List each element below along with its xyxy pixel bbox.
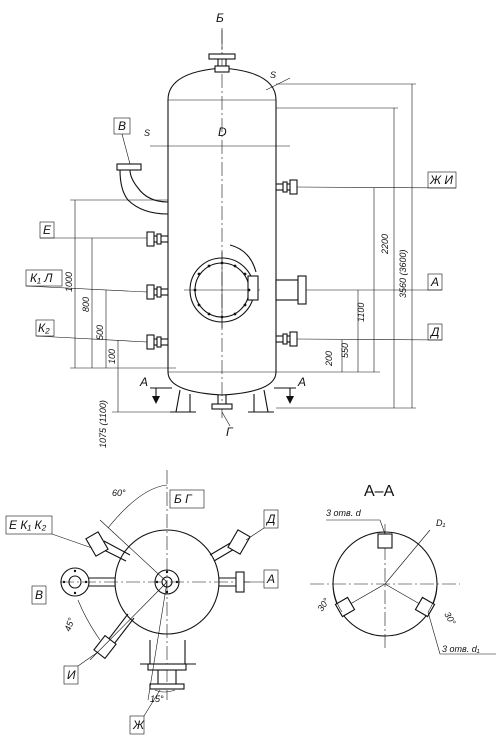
plan-nozzle-b (154, 569, 180, 595)
label-g-bottom: Г (226, 425, 234, 439)
top-nozzle (208, 53, 236, 73)
label-k2: К₂ (38, 321, 50, 335)
front-view: Б S S D В (25, 11, 457, 448)
dim-angle-30-left: 30° (315, 596, 331, 613)
section-a-a: А–А 3 отв. d D₁ 30° 30° 3 отв. d₁ (310, 483, 496, 655)
plan-label-i: И (67, 668, 76, 682)
dim-1075: 1075 (1100) (98, 400, 108, 448)
dim-1000: 1000 (64, 272, 74, 292)
label-a-cut-left: А (139, 375, 148, 389)
plan-nozzle-zh (140, 640, 196, 690)
dim-550: 550 (340, 343, 350, 358)
plan-nozzle-i (93, 613, 135, 660)
dim-angle-45: 45° (62, 616, 76, 633)
manway-a (184, 244, 307, 328)
manway-bolts (193, 261, 251, 319)
plan-label-v: В (35, 588, 43, 602)
label-d1: D₁ (436, 518, 445, 528)
plan-nozzle-v (60, 567, 115, 597)
label-zh-i: Ж И (429, 173, 453, 187)
section-title: А–А (364, 483, 395, 500)
plan-label-ekk: Е К₁ К₂ (9, 518, 47, 532)
left-dimensions (70, 199, 176, 413)
dim-angle-30-right: 30° (442, 610, 458, 627)
nozzle-k2 (146, 334, 168, 350)
dim-1100: 1100 (356, 303, 366, 322)
nozzle-v-elbow (116, 163, 169, 215)
dim-angle-15: 15° (150, 694, 164, 704)
nozzle-g-bottom (211, 395, 233, 410)
vessel-supports (170, 389, 274, 413)
dim-3560: 3560 (3600) (398, 249, 408, 298)
label-b-top: Б (216, 11, 224, 25)
nozzle-d (276, 331, 298, 347)
nozzle-e (146, 231, 168, 247)
nozzle-k1l (146, 284, 168, 300)
label-holes-d1: 3 отв. d₁ (442, 644, 480, 654)
label-v: В (118, 119, 126, 133)
leader-lines (25, 186, 457, 343)
section-cut-marks (150, 387, 296, 404)
label-e: Е (43, 223, 52, 237)
dim-500: 500 (95, 325, 105, 340)
nozzle-zh-i (276, 179, 298, 195)
label-d-right: Д (429, 325, 440, 339)
plan-label-bg: Б Г (174, 492, 193, 506)
label-a-right: А (430, 275, 439, 289)
dim-800: 800 (81, 297, 91, 312)
plan-nozzle-ekk (85, 531, 131, 562)
plan-label-zh: Ж (132, 718, 145, 732)
right-dimensions (276, 83, 416, 409)
label-s: S (144, 128, 150, 138)
plan-label-d: Д (265, 512, 276, 526)
dim-200: 200 (324, 351, 334, 367)
plan-view: 60° 45° 15° Б Г Е К₁ К₂ Д А В И Ж (5, 470, 279, 735)
label-holes-d: 3 отв. d (326, 508, 362, 518)
dim-angle-60: 60° (112, 488, 126, 498)
plan-nozzle-d (209, 529, 251, 562)
plan-label-a: А (266, 572, 275, 586)
label-s-top: S (270, 70, 276, 80)
dim-2200: 2200 (380, 234, 390, 255)
label-d: D (218, 125, 227, 139)
label-a-cut-right: А (297, 375, 306, 389)
label-k1l: К₁ Л (30, 271, 53, 285)
dim-100: 100 (107, 349, 117, 364)
